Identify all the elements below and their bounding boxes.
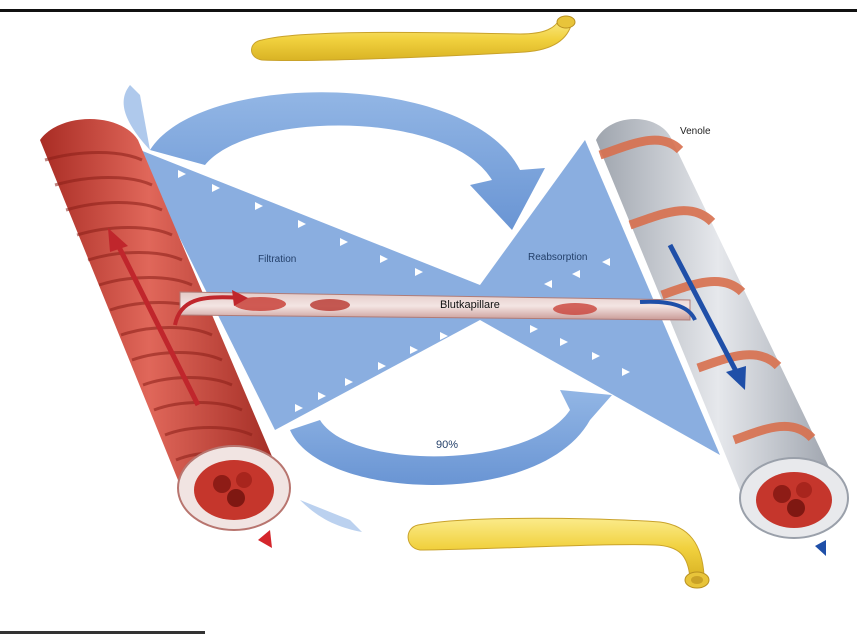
top-rule (0, 9, 857, 12)
reabsorption-label: Reabsorption (528, 253, 587, 263)
reabsorption-percent-label: 90% (436, 440, 458, 451)
blood-capillary-label: Blutkapillare (440, 300, 500, 311)
artery-marker-icon (258, 530, 272, 548)
filtration-label: Filtration (258, 255, 296, 265)
vein-marker-icon (815, 540, 826, 556)
bottom-rule (0, 631, 205, 634)
bottom-curved-flow-arrow (290, 390, 612, 532)
lymph-vessel-bottom (408, 518, 709, 588)
lymph-vessel-top (252, 16, 576, 61)
venule-label: Venole (680, 127, 711, 137)
